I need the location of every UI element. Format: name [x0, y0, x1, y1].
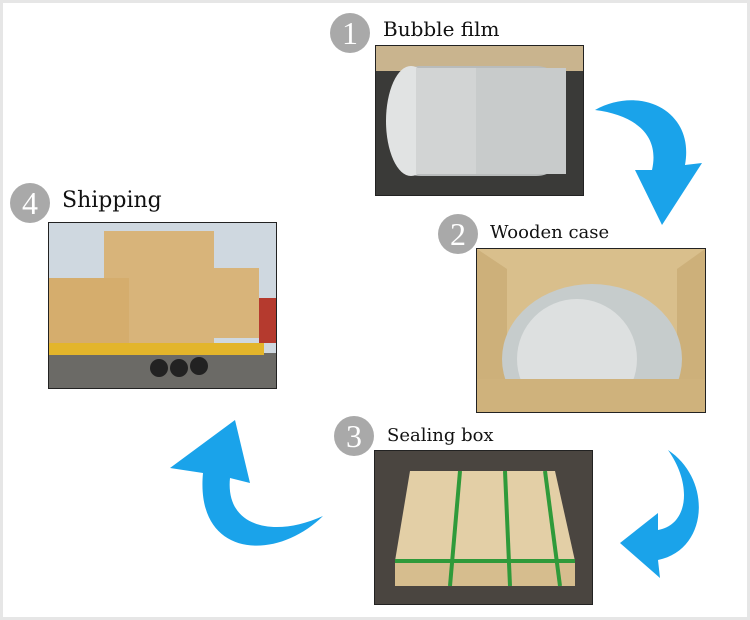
step-4-label: Shipping	[62, 188, 162, 213]
arrow-1-to-2-icon	[595, 100, 702, 225]
step-3-label: Sealing box	[387, 425, 494, 446]
step-1-label: Bubble film	[383, 17, 500, 41]
bubble-film-photo	[375, 45, 584, 196]
step-2-label: Wooden case	[490, 222, 610, 243]
arrow-3-to-4-icon	[170, 420, 323, 546]
step-2-badge: 2	[438, 214, 478, 254]
step-3-badge: 3	[334, 416, 374, 456]
arrow-2-to-3-icon	[620, 450, 699, 578]
wooden-case-photo	[476, 248, 706, 413]
step-4-badge: 4	[10, 183, 50, 223]
sealing-box-photo	[374, 450, 593, 605]
shipping-photo	[48, 222, 277, 389]
step-1-badge: 1	[330, 13, 370, 53]
